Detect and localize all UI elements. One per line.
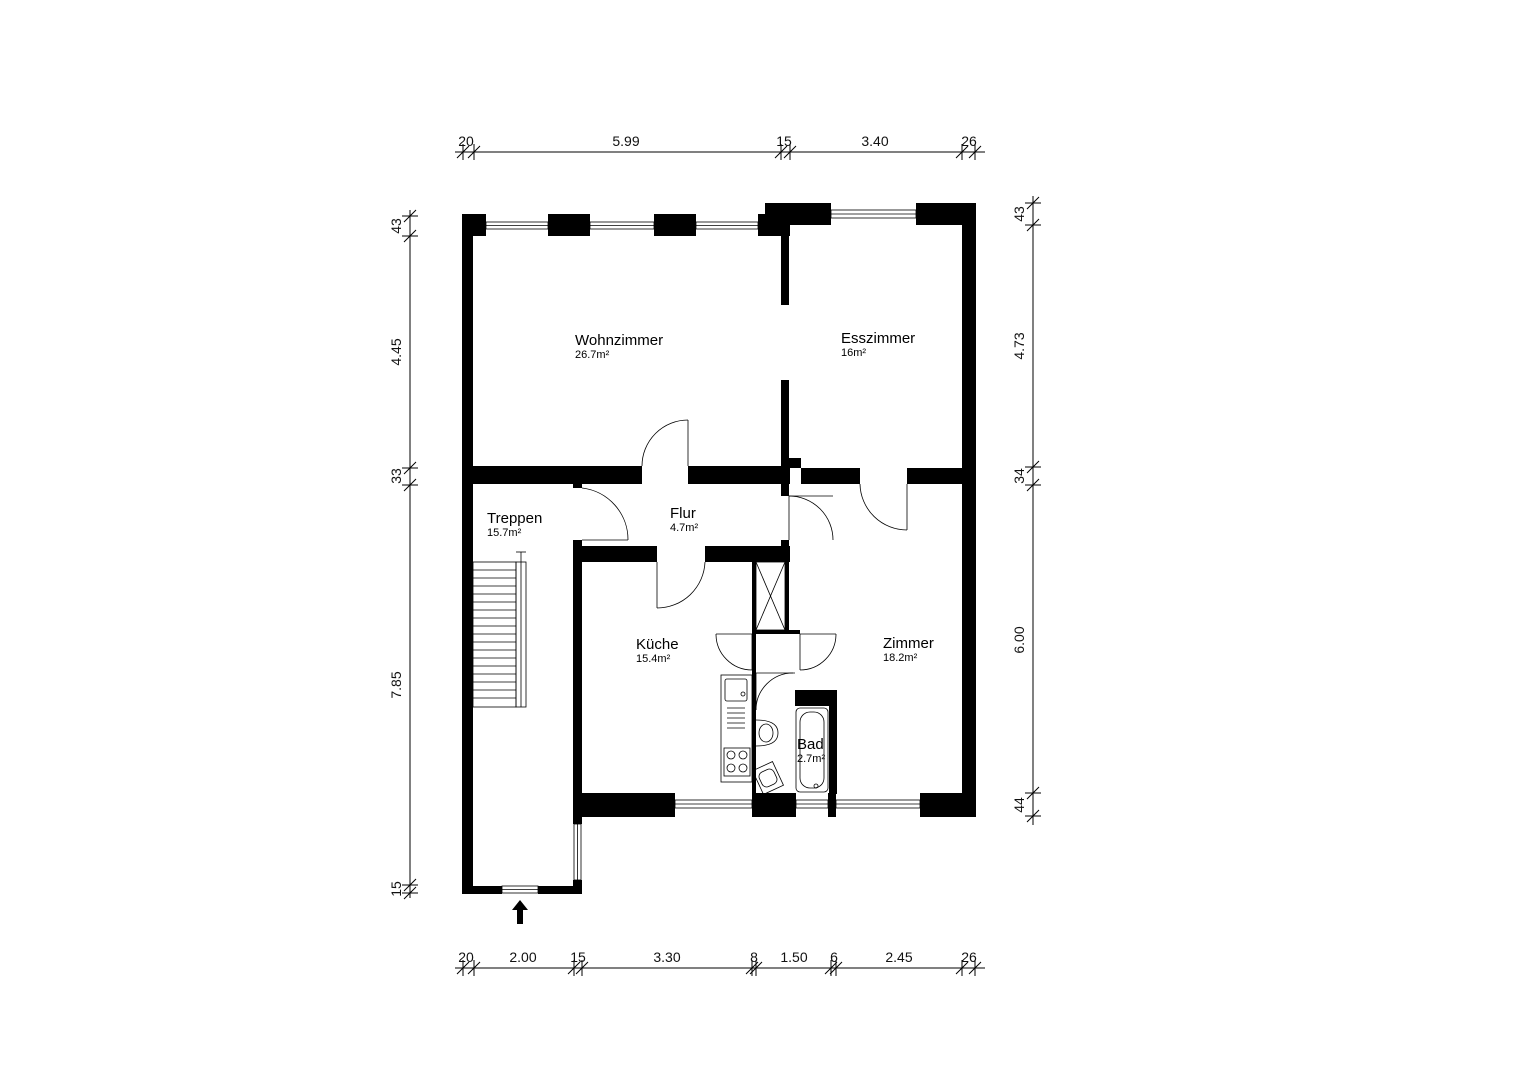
dimension-labels-bottom: 20 2.00 15 3.30 8 1.50 6 2.45 26 xyxy=(458,949,977,965)
room-name: Zimmer xyxy=(883,635,934,652)
dim-top-2: 5.99 xyxy=(612,133,639,149)
doors xyxy=(581,419,908,711)
room-area: 18.2m² xyxy=(883,652,918,664)
room-name: Esszimmer xyxy=(841,330,915,347)
staircase xyxy=(472,551,527,708)
room-bad: Bad 2.7m² xyxy=(797,736,825,765)
dim-bottom-2: 2.00 xyxy=(509,949,536,965)
room-name: Küche xyxy=(636,636,679,653)
dim-top-3: 15 xyxy=(776,133,792,149)
dim-right-2: 4.73 xyxy=(1011,332,1027,359)
room-treppen: Treppen 15.7m² xyxy=(487,510,542,539)
dim-left-3: 33 xyxy=(388,468,404,484)
room-area: 15.4m² xyxy=(636,653,671,665)
windows xyxy=(485,209,921,894)
room-esszimmer: Esszimmer 16m² xyxy=(841,330,915,359)
walls xyxy=(462,203,976,894)
room-name: Flur xyxy=(670,505,696,522)
room-area: 16m² xyxy=(841,347,866,359)
dim-right-1: 43 xyxy=(1011,206,1027,222)
dim-bottom-4: 3.30 xyxy=(653,949,680,965)
dim-left-2: 4.45 xyxy=(388,338,404,365)
room-area: 15.7m² xyxy=(487,527,522,539)
dim-bottom-7: 6 xyxy=(830,949,838,965)
dim-bottom-3: 15 xyxy=(570,949,586,965)
room-area: 26.7m² xyxy=(575,349,610,361)
kitchen-counter xyxy=(720,674,753,783)
dim-top-4: 3.40 xyxy=(861,133,888,149)
dim-bottom-8: 2.45 xyxy=(885,949,912,965)
room-name: Wohnzimmer xyxy=(575,332,663,349)
room-flur: Flur 4.7m² xyxy=(670,505,698,534)
dim-bottom-5: 8 xyxy=(750,949,758,965)
entrance-arrow-icon xyxy=(512,900,528,924)
watermark: www.grundriss.com xyxy=(462,798,473,886)
dimension-labels-right: 43 4.73 34 6.00 44 xyxy=(1011,206,1027,813)
dim-right-4: 6.00 xyxy=(1011,626,1027,653)
dim-bottom-9: 26 xyxy=(961,949,977,965)
dim-left-4: 7.85 xyxy=(388,671,404,698)
room-name: Bad xyxy=(797,736,824,753)
dim-bottom-1: 20 xyxy=(458,949,474,965)
room-kueche: Küche 15.4m² xyxy=(636,636,679,665)
dim-top-5: 26 xyxy=(961,133,977,149)
dimension-labels-top: 20 5.99 15 3.40 26 xyxy=(458,133,977,149)
shaft xyxy=(755,561,786,631)
room-area: 4.7m² xyxy=(670,522,698,534)
dim-bottom-6: 1.50 xyxy=(780,949,807,965)
dim-left-5: 15 xyxy=(388,881,404,897)
room-zimmer: Zimmer 18.2m² xyxy=(883,635,934,664)
bathroom-fixtures xyxy=(752,707,829,795)
room-wohnzimmer: Wohnzimmer 26.7m² xyxy=(575,332,663,361)
dim-top-1: 20 xyxy=(458,133,474,149)
dimension-lines xyxy=(402,144,1041,976)
dim-right-5: 44 xyxy=(1011,797,1027,813)
room-area: 2.7m² xyxy=(797,753,825,765)
dim-right-3: 34 xyxy=(1011,468,1027,484)
dimension-labels-left: 43 4.45 33 7.85 15 xyxy=(388,218,404,897)
room-name: Treppen xyxy=(487,510,542,527)
dim-left-1: 43 xyxy=(388,218,404,234)
